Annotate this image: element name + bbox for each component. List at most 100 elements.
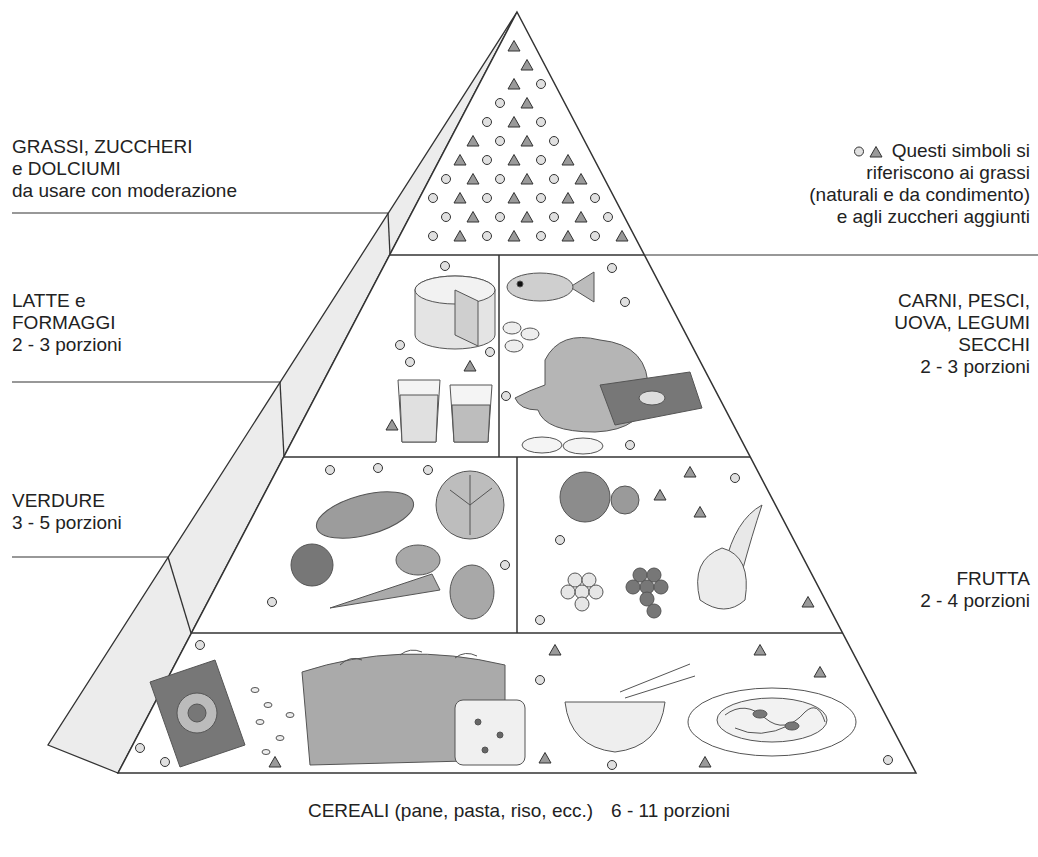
pyramid-front <box>498 255 500 457</box>
fat-symbol <box>550 137 559 146</box>
fat-symbol <box>441 262 450 271</box>
pyramid-front <box>118 12 916 773</box>
fat-symbol <box>136 744 145 753</box>
sugar-symbol <box>814 667 826 678</box>
fat-symbol <box>161 758 170 767</box>
dairy-picture <box>398 380 440 442</box>
sugar-symbol <box>454 231 466 242</box>
vegetables-picture <box>291 471 504 619</box>
sugar-symbol <box>802 597 814 608</box>
fat-symbol <box>550 175 559 184</box>
cereals-picture <box>188 704 206 722</box>
sugar-symbol <box>521 212 533 223</box>
sugar-symbol <box>694 507 706 518</box>
sugar-symbol <box>562 231 574 242</box>
portion-count: 2 - 3 porzioni <box>920 356 1030 378</box>
fruit-picture <box>611 486 639 514</box>
group-heading: CEREALI (pane, pasta, riso, ecc.) <box>308 800 593 822</box>
cereals-picture <box>256 720 264 725</box>
fat-symbol <box>626 441 635 450</box>
fruit-picture <box>589 585 603 599</box>
fat-symbol <box>429 194 438 203</box>
fruit-picture <box>561 585 575 599</box>
sugar-symbol <box>754 645 766 656</box>
fruit-picture <box>575 597 589 611</box>
portion-count: 2 - 4 porzioni <box>920 590 1030 612</box>
fat-symbol <box>731 474 740 483</box>
sugar-symbol <box>684 467 696 478</box>
vegetables-picture <box>436 471 504 539</box>
fruit-picture <box>647 604 661 618</box>
sugar-symbol <box>467 136 479 147</box>
fat-symbol <box>268 598 277 607</box>
cereals-picture <box>475 719 481 725</box>
fat-symbol <box>608 761 617 770</box>
fat-symbol <box>502 392 511 401</box>
sugar-symbol <box>562 155 574 166</box>
vegetables-picture <box>312 483 419 548</box>
sugar-symbol <box>454 193 466 204</box>
group-heading: GRASSI, ZUCCHERI e DOLCIUMI <box>12 136 200 180</box>
fat-symbol <box>537 80 546 89</box>
group-heading: LATTE e FORMAGGI <box>12 290 142 334</box>
fat-symbol <box>604 213 613 222</box>
pyramid-front <box>118 12 916 773</box>
vegetables-picture <box>450 565 494 619</box>
fat-symbol <box>608 264 617 273</box>
fat-symbol <box>442 175 451 184</box>
vegetables-picture <box>330 574 440 608</box>
cereals-picture <box>177 693 217 733</box>
meat-fish-picture <box>503 272 702 454</box>
fat-symbol <box>496 99 505 108</box>
fat-symbol <box>496 137 505 146</box>
fat-symbol <box>442 213 451 222</box>
dairy-picture <box>455 290 478 346</box>
fruit-picture <box>698 548 747 609</box>
vegetables-picture <box>291 544 333 586</box>
sugar-symbol <box>521 136 533 147</box>
group-note: da usare con moderazione <box>12 180 237 202</box>
fat-symbol <box>483 156 492 165</box>
legend-text: Questi simboli si riferiscono ai grassi … <box>809 140 1030 227</box>
meat-fish-picture <box>507 273 573 301</box>
fat-symbol <box>854 147 863 156</box>
fat-symbol <box>429 232 438 241</box>
cereals-picture <box>725 708 825 734</box>
cereals-picture <box>688 688 856 756</box>
pyramid-side <box>388 213 390 255</box>
fat-symbol <box>496 175 505 184</box>
leader-line <box>12 213 1038 557</box>
sugar-symbol <box>508 231 520 242</box>
sugar-symbol <box>575 174 587 185</box>
fat-symbol <box>536 676 545 685</box>
pyramid-front <box>390 254 644 256</box>
legend-entry: Questi simboli si riferiscono ai grassi … <box>804 140 1030 228</box>
vegetables-picture <box>396 545 440 575</box>
meat-fish-picture <box>600 372 702 425</box>
portion-count: 3 - 5 porzioni <box>12 512 122 534</box>
meat-fish-picture <box>505 340 523 352</box>
dairy-picture <box>415 276 495 349</box>
leader-line <box>12 212 388 213</box>
sugar-symbol <box>521 60 533 71</box>
pyramid-side <box>280 382 284 457</box>
sugar-symbol <box>508 155 520 166</box>
sugar-symbol <box>575 212 587 223</box>
meat-fish-picture <box>503 322 521 334</box>
group-heading: FRUTTA <box>956 568 1030 590</box>
fat-symbol <box>537 232 546 241</box>
dairy-picture <box>452 405 490 442</box>
fat-symbol <box>537 156 546 165</box>
fat-symbol <box>537 194 546 203</box>
caption-row: CEREALI (pane, pasta, riso, ecc.)6 - 11 … <box>0 800 1038 822</box>
fat-symbol <box>591 194 600 203</box>
fat-symbol <box>326 466 335 475</box>
cereals-picture <box>150 660 245 767</box>
sugar-symbol <box>454 155 466 166</box>
group-heading: VERDURE <box>12 490 105 512</box>
vegetables-picture <box>450 475 492 535</box>
dairy-picture <box>398 276 495 442</box>
dairy-picture <box>400 395 438 442</box>
fat-symbol <box>486 348 495 357</box>
cereals-picture <box>262 750 270 755</box>
